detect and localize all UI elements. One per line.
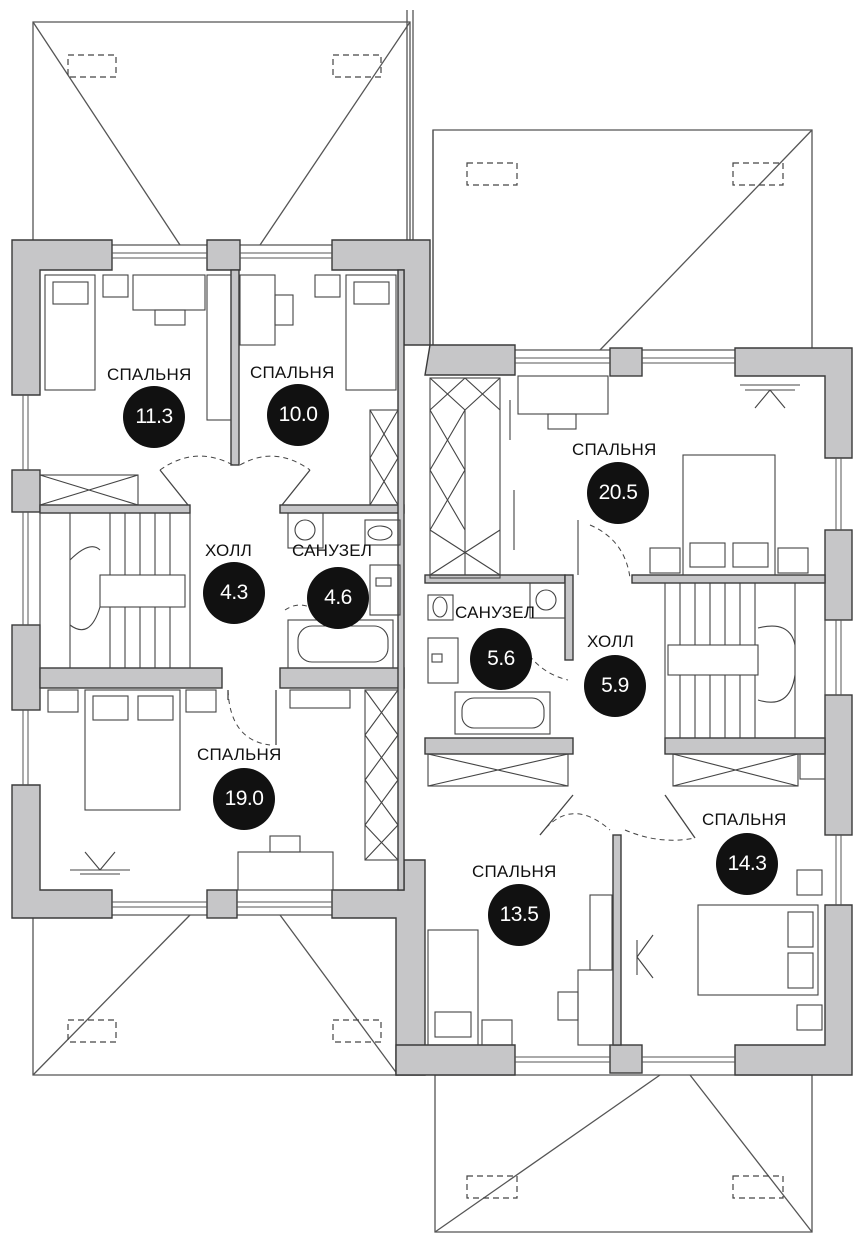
room-label-bathroom-e: САНУЗЕЛ — [455, 603, 536, 622]
area-badge-hall-w: 4.3 — [203, 562, 265, 624]
area-badge-bedroom-n: 10.0 — [267, 384, 329, 446]
room-label-bedroom-nw: СПАЛЬНЯ — [107, 365, 192, 384]
room-label-bathroom-w: САНУЗЕЛ — [292, 541, 373, 560]
room-label-bedroom-se: СПАЛЬНЯ — [702, 810, 787, 829]
windows — [22, 252, 842, 1063]
room-label-bedroom-ne: СПАЛЬНЯ — [572, 440, 657, 459]
area-badge-bedroom-s: 13.5 — [488, 884, 550, 946]
area-badge-bedroom-se: 14.3 — [716, 833, 778, 895]
door-leaves — [159, 469, 696, 839]
room-label-bedroom-s: СПАЛЬНЯ — [472, 862, 557, 881]
room-label-bedroom-n: СПАЛЬНЯ — [250, 363, 335, 382]
area-badge-bathroom-e: 5.6 — [470, 628, 532, 690]
area-badge-bedroom-sw: 19.0 — [213, 768, 275, 830]
room-label-hall-e: ХОЛЛ — [587, 632, 634, 651]
walls — [11, 239, 853, 1076]
area-badge-bathroom-w: 4.6 — [307, 567, 369, 629]
area-badge-hall-e: 5.9 — [584, 655, 646, 717]
room-label-bedroom-sw: СПАЛЬНЯ — [197, 745, 282, 764]
roof-outlines — [32, 10, 813, 1233]
area-badge-bedroom-nw: 11.3 — [123, 386, 185, 448]
area-badge-bedroom-ne: 20.5 — [587, 462, 649, 524]
furniture — [39, 274, 826, 1046]
roof-bottom-right — [434, 1074, 813, 1233]
roof-vents — [67, 54, 784, 1199]
roof-bottom-left — [32, 914, 399, 1076]
room-label-hall-w: ХОЛЛ — [205, 541, 252, 560]
